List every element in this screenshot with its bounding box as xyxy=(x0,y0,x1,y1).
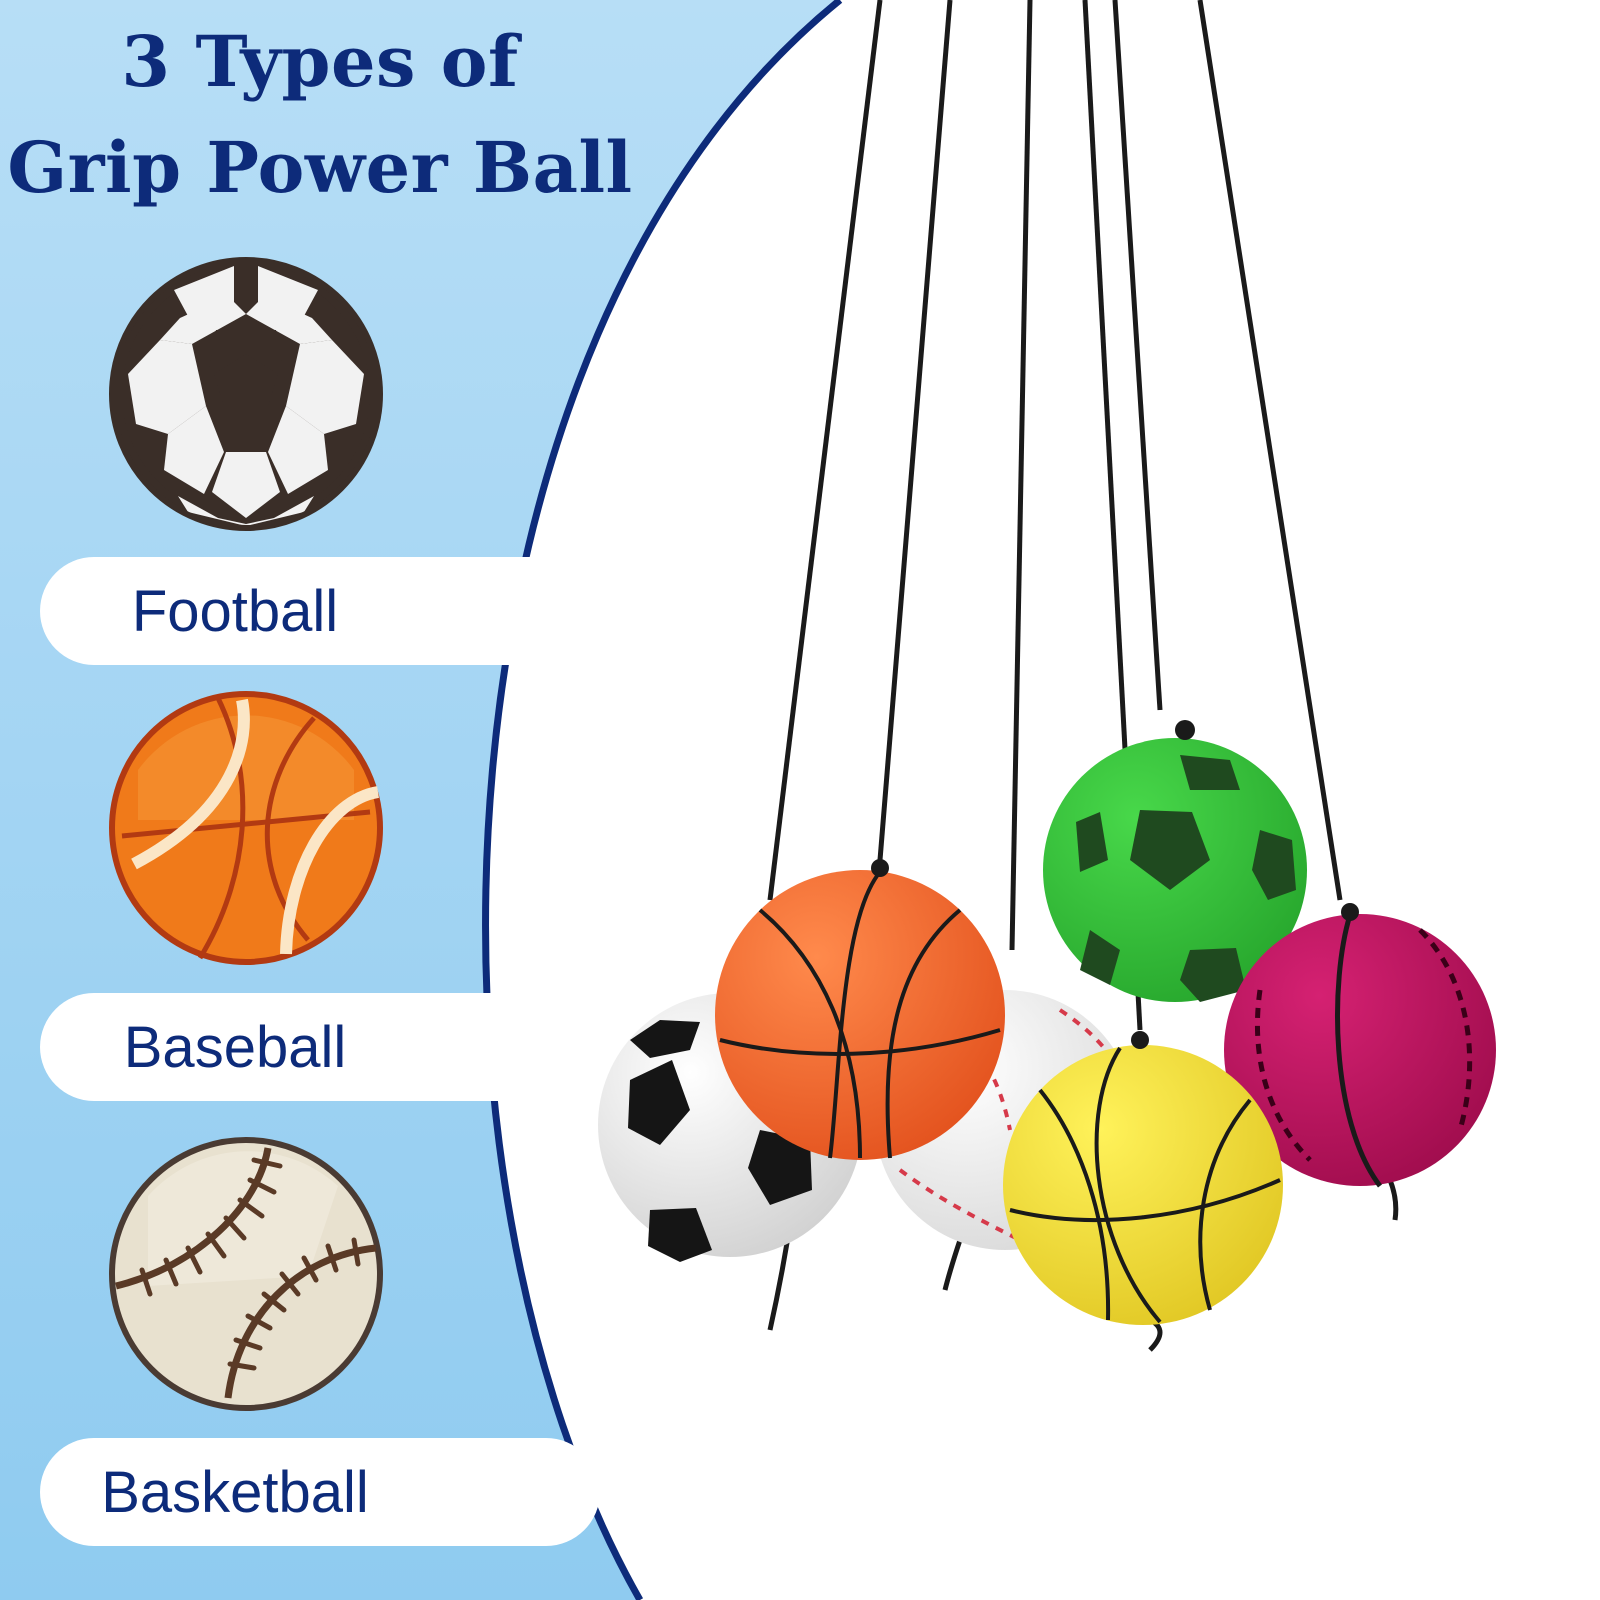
baseball-icon xyxy=(109,1137,383,1411)
label-football: Football xyxy=(40,557,600,665)
label-basketball-text: Basketball xyxy=(101,1459,369,1525)
label-baseball-text: Baseball xyxy=(123,1014,347,1080)
headline-line-2: Grip Power Ball xyxy=(7,126,633,209)
label-basketball: Basketball xyxy=(40,1438,600,1546)
green-soccer-ball xyxy=(1043,738,1307,1002)
yellow-basketball xyxy=(1003,1045,1283,1325)
string-knots xyxy=(871,720,1359,1049)
orange-basketball xyxy=(715,870,1005,1160)
soccer-ball-icon xyxy=(109,257,383,531)
magenta-baseball xyxy=(1224,914,1496,1188)
label-football-text: Football xyxy=(131,578,339,644)
basketball-icon xyxy=(109,691,383,965)
label-baseball: Baseball xyxy=(40,993,600,1101)
headline-line-1: 3 Types of xyxy=(121,20,519,103)
